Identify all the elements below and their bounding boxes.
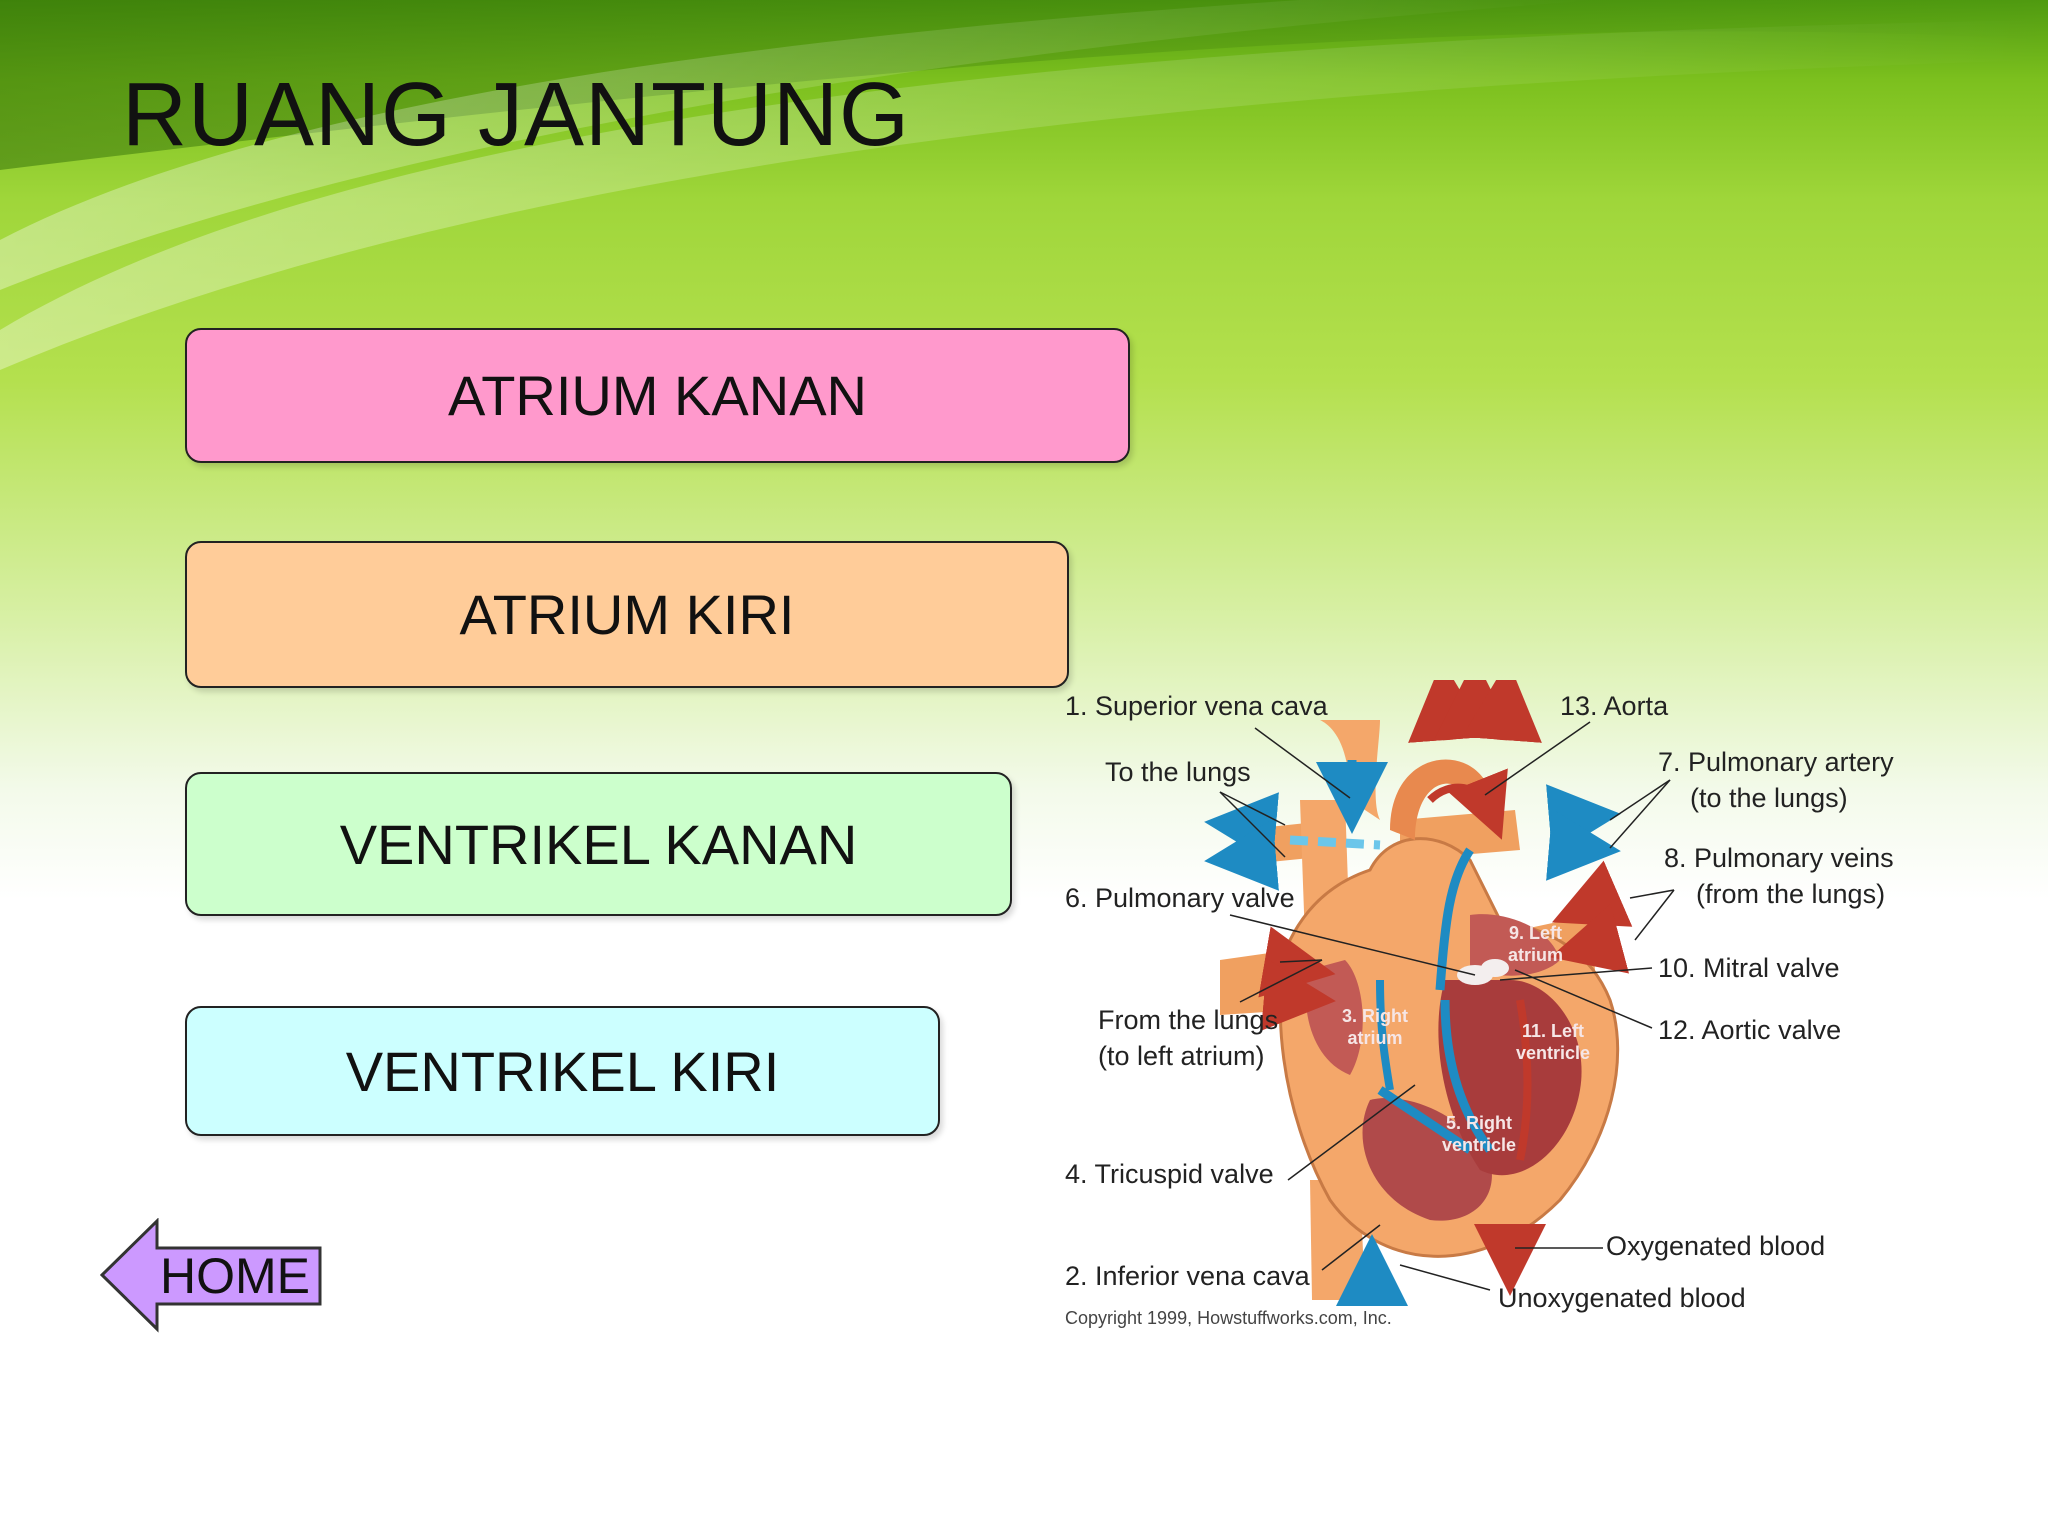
pulmonary-artery-label: 7. Pulmonary artery — [1658, 747, 1894, 777]
left-ventricle-label: 11. Left ventricle — [1516, 1021, 1591, 1063]
heart-diagram: 1. Superior vena cava To the lungs 6. Pu… — [1050, 680, 1930, 1340]
atrium-kanan-label: ATRIUM KANAN — [448, 364, 867, 427]
pulmonary-valve-label: 6. Pulmonary valve — [1065, 883, 1295, 913]
ventrikel-kiri-button[interactable]: VENTRIKEL KIRI — [185, 1006, 940, 1136]
inferior-vena-cava-label: 2. Inferior vena cava — [1065, 1261, 1310, 1291]
home-button[interactable]: HOME — [100, 1218, 325, 1333]
heart-illustration — [1204, 680, 1675, 1306]
right-atrium-label: 3. Right atrium — [1342, 1006, 1408, 1048]
right-ventricle-label: 5. Right ventricle — [1442, 1113, 1517, 1155]
ventrikel-kanan-button[interactable]: VENTRIKEL KANAN — [185, 772, 1012, 916]
ventrikel-kanan-label: VENTRIKEL KANAN — [339, 812, 858, 876]
back-arrow-icon — [100, 1218, 322, 1333]
to-the-lungs-label: To the lungs — [1105, 757, 1251, 787]
aorta-label: 13. Aorta — [1560, 691, 1669, 721]
left-atrium-label: 9. Left atrium — [1508, 923, 1564, 965]
slide-title: RUANG JANTUNG — [122, 65, 911, 165]
mitral-valve-label: 10. Mitral valve — [1658, 953, 1840, 983]
superior-vena-cava-label: 1. Superior vena cava — [1065, 691, 1328, 721]
from-the-lungs-label: From the lungs — [1098, 1005, 1279, 1035]
pulmonary-artery-note: (to the lungs) — [1690, 783, 1848, 813]
home-label: HOME — [160, 1248, 310, 1304]
background-swoosh — [0, 0, 2048, 370]
ventrikel-kiri-label: VENTRIKEL KIRI — [345, 1039, 780, 1103]
atrium-kiri-button[interactable]: ATRIUM KIRI — [185, 541, 1069, 688]
pulmonary-veins-label: 8. Pulmonary veins — [1664, 843, 1894, 873]
unoxygenated-blood-label: Unoxygenated blood — [1498, 1283, 1746, 1313]
pulmonary-veins-note: (from the lungs) — [1696, 879, 1886, 909]
copyright-text: Copyright 1999, Howstuffworks.com, Inc. — [1065, 1308, 1392, 1328]
to-left-atrium-label: (to left atrium) — [1098, 1041, 1265, 1071]
oxygenated-blood-label: Oxygenated blood — [1606, 1231, 1826, 1261]
tricuspid-valve-label: 4. Tricuspid valve — [1065, 1159, 1274, 1189]
atrium-kiri-label: ATRIUM KIRI — [459, 583, 795, 646]
atrium-kanan-button[interactable]: ATRIUM KANAN — [185, 328, 1130, 463]
aortic-valve-label: 12. Aortic valve — [1658, 1015, 1842, 1045]
